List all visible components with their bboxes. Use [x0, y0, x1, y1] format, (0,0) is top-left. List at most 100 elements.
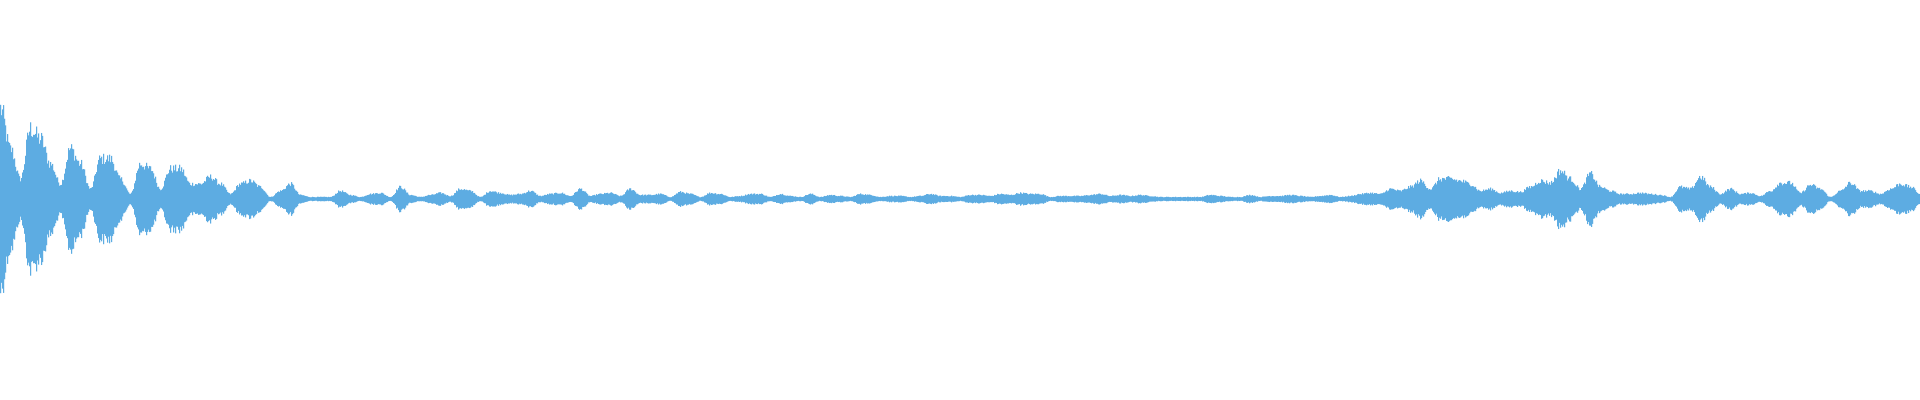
waveform-bar [1399, 190, 1401, 208]
waveform-bar [432, 194, 434, 204]
waveform-bar [1280, 195, 1282, 203]
waveform-bar [1024, 193, 1026, 205]
waveform-bar [1345, 196, 1347, 202]
waveform-bar [1130, 196, 1132, 202]
waveform-bar [493, 191, 495, 207]
waveform-bar [1215, 195, 1217, 203]
waveform-bar [835, 195, 837, 203]
waveform-bar [1297, 195, 1299, 203]
waveform-bar [1464, 182, 1466, 216]
waveform-bar [1349, 196, 1351, 202]
waveform-bar [1746, 194, 1748, 204]
waveform-bar [156, 182, 158, 216]
waveform-bar [1383, 192, 1385, 206]
waveform-bar [521, 194, 523, 204]
waveform-bar [1139, 194, 1141, 204]
waveform-bar [1460, 180, 1462, 218]
waveform-bar [927, 193, 929, 205]
waveform-bar [441, 193, 443, 205]
waveform-bar [292, 183, 294, 215]
waveform-bar [1798, 191, 1800, 207]
waveform-bar [191, 185, 193, 213]
waveform-bar [190, 185, 192, 213]
waveform-bar [566, 195, 568, 203]
waveform-bar [999, 194, 1001, 204]
waveform-bar [325, 196, 327, 202]
waveform-bar [1398, 190, 1400, 208]
waveform-bar [15, 166, 17, 232]
waveform-bar [1637, 192, 1639, 206]
waveform-bar [712, 193, 714, 205]
waveform-bar [30, 122, 32, 276]
waveform-bar [359, 197, 361, 201]
waveform-bar [1275, 196, 1277, 202]
waveform-bar [902, 196, 904, 202]
waveform-bar [1852, 184, 1854, 214]
waveform-bar [744, 195, 746, 203]
waveform-bar [1522, 192, 1524, 206]
waveform-bar [1871, 190, 1873, 208]
waveform-bar [1594, 179, 1596, 219]
waveform-bar [1400, 190, 1402, 208]
waveform-bar [1877, 193, 1879, 205]
waveform-bar [1165, 197, 1167, 201]
waveform-bar [378, 193, 380, 205]
waveform-bar [750, 193, 752, 205]
waveform-bar [341, 192, 343, 206]
waveform-bar [137, 170, 139, 228]
waveform-bar [1747, 192, 1749, 206]
waveform-bar [1912, 187, 1914, 211]
waveform-bar [1377, 193, 1379, 205]
waveform-bar [1547, 183, 1549, 215]
waveform-bar [1126, 195, 1128, 203]
waveform-bar [541, 196, 543, 202]
waveform-bar [1459, 180, 1461, 218]
waveform-bar [1071, 196, 1073, 202]
waveform-bar [366, 195, 368, 203]
waveform-bar [164, 180, 166, 218]
waveform-bar [414, 195, 416, 203]
waveform-bar [1015, 194, 1017, 204]
waveform-bar [108, 161, 110, 237]
waveform-bar [620, 195, 622, 203]
waveform-bar [1860, 192, 1862, 206]
waveform-bar [1673, 194, 1675, 204]
waveform-bar [1023, 192, 1025, 206]
waveform-bar [1250, 195, 1252, 203]
waveform-bar [943, 195, 945, 203]
waveform-bar [1017, 193, 1019, 205]
waveform-bar [652, 195, 654, 203]
waveform-bar [900, 195, 902, 203]
waveform-bar [554, 193, 556, 205]
waveform-bar [1028, 194, 1030, 204]
waveform-bar [374, 194, 376, 204]
waveform-bar [667, 196, 669, 202]
waveform-bar [122, 181, 124, 217]
waveform-bar [1569, 176, 1571, 222]
waveform-bar [909, 197, 911, 201]
waveform-bar [1818, 188, 1820, 210]
waveform-bar [287, 185, 289, 213]
waveform-bar [1306, 196, 1308, 202]
waveform-bar [1851, 185, 1853, 213]
waveform-bar [560, 193, 562, 205]
waveform-bar [781, 194, 783, 204]
waveform-bar [538, 195, 540, 203]
waveform-bar [1693, 188, 1695, 210]
waveform-bar [606, 192, 608, 206]
waveform-bar [1040, 194, 1042, 204]
waveform-bar [1256, 196, 1258, 202]
waveform-bar [709, 192, 711, 206]
waveform-bar [1657, 195, 1659, 203]
waveform-bar [1551, 180, 1553, 218]
waveform-bar [1503, 192, 1505, 206]
waveform-bar [1749, 193, 1751, 205]
waveform-bar [1510, 191, 1512, 207]
waveform-bar [1686, 186, 1688, 212]
waveform-bar [1748, 192, 1750, 206]
waveform-bar [68, 148, 70, 250]
waveform-bar [631, 190, 633, 208]
waveform-bar [412, 195, 414, 203]
waveform-bar [868, 194, 870, 204]
